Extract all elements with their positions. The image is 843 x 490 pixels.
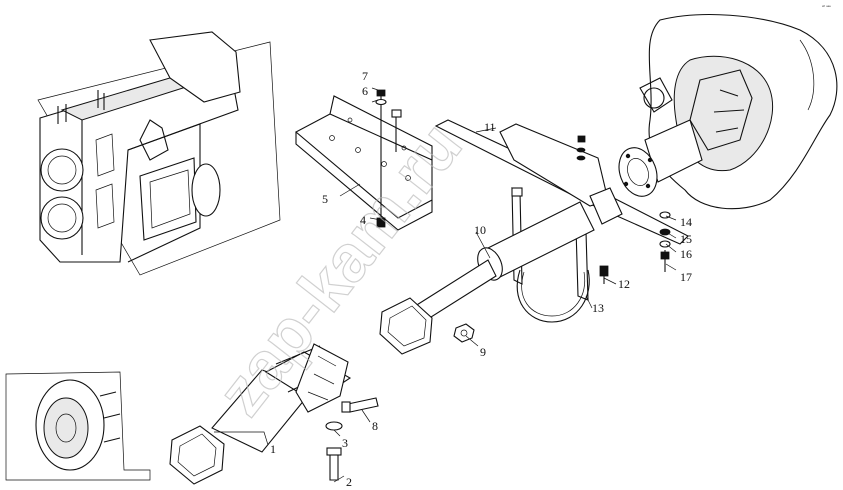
callout-4: 4 xyxy=(360,213,366,227)
universal-joint-yoke-lower xyxy=(169,425,225,485)
nut-9 xyxy=(453,323,475,343)
bolt-12 xyxy=(599,265,609,284)
corner-mark: ᵃ⁰ ᵃᵃᵃ xyxy=(822,4,831,9)
leader-lines xyxy=(214,87,677,483)
callout-3: 3 xyxy=(342,436,348,450)
callout-12: 12 xyxy=(618,277,630,291)
callout-7: 7 xyxy=(362,69,368,83)
gearbox-drawing xyxy=(37,31,281,276)
callout-labels: 1 2 3 4 5 6 7 8 9 10 11 12 13 14 15 16 1… xyxy=(270,69,692,489)
callout-2: 2 xyxy=(346,475,352,489)
rear-axle-drawing xyxy=(639,14,838,210)
clamp-strap-13 xyxy=(516,269,590,323)
callout-16: 16 xyxy=(680,247,692,261)
callout-6: 6 xyxy=(362,84,368,98)
callout-8: 8 xyxy=(372,419,378,433)
bolt-set-4-6-7 xyxy=(375,89,402,228)
callout-13: 13 xyxy=(592,301,604,315)
propeller-shaft-10 xyxy=(411,187,623,325)
callout-9: 9 xyxy=(480,345,486,359)
callout-11: 11 xyxy=(484,120,496,134)
bolt-set-2-3-8 xyxy=(325,397,379,481)
rear-flange xyxy=(618,147,658,197)
callout-1: 1 xyxy=(270,442,276,456)
universal-joint-yoke-upper xyxy=(379,297,433,355)
callout-14: 14 xyxy=(680,215,692,229)
callout-10: 10 xyxy=(474,223,486,237)
intermediate-shaft-1 xyxy=(211,343,352,453)
callout-5: 5 xyxy=(322,192,328,206)
callout-17: 17 xyxy=(680,270,692,284)
front-flange xyxy=(5,371,151,481)
callout-15: 15 xyxy=(680,232,692,246)
